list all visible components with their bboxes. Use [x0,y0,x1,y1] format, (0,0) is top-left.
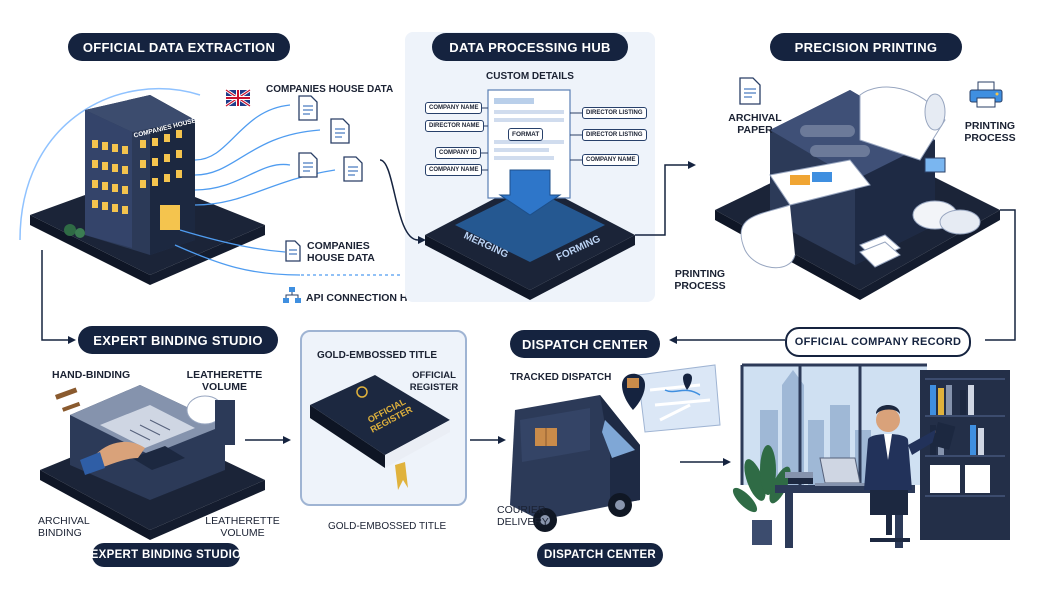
tracked-dispatch-label: TRACKED DISPATCH [510,372,612,383]
dispatch-title: DISPATCH CENTER [510,330,660,358]
processing-tag: DIRECTOR LISTING [582,107,647,119]
processing-tag: COMPANY NAME [425,102,483,114]
archival-paper-label: ARCHIVAL PAPER [728,112,782,136]
hand-binding-label: HAND-BINDING [52,369,131,381]
leatherette-volume-label: LEATHERETTE VOLUME [186,369,263,393]
official-register-label: OFFICIAL REGISTER [409,370,459,393]
processing-tag: DIRECTOR NAME [425,120,484,132]
processing-title: DATA PROCESSING HUB [432,33,628,61]
companies-house-data-label: COMPANIES HOUSE DATA [266,84,394,95]
archival-binding-label: ARCHIVAL BINDING [38,515,90,539]
extraction-title: OFFICIAL DATA EXTRACTION [68,33,290,61]
format-tag: FORMAT [508,128,544,141]
official-record-label: OFFICIAL COMPANY RECORD [785,327,971,357]
companies-house-data-label-bottom: COMPANIES HOUSE DATA [307,240,375,264]
dispatch-footer: DISPATCH CENTER [537,543,663,567]
leatherette-volume-label-bottom: LEATHERETTE VOLUME [205,515,280,539]
processing-tag: COMPANY ID [435,147,481,159]
printer-icon [969,81,1003,108]
uk-flag-icon [225,88,251,108]
processing-tag: COMPANY NAME [582,154,640,166]
network-hub-icon [283,287,301,303]
custom-details-label: CUSTOM DETAILS [486,71,574,82]
gold-embossed-title-label-bottom: GOLD-EMBOSSED TITLE [328,521,447,532]
document-icon [298,152,318,178]
document-icon [298,95,318,121]
printing-title: PRECISION PRINTING [770,33,962,61]
document-icon [330,118,350,144]
document-icon [343,156,363,182]
courier-delivery-label: COURIER DELIVERY [497,504,549,528]
document-icon [739,77,761,105]
processing-tag: COMPANY NAME [425,164,483,176]
api-connection-label: API CONNECTION HUB [306,292,423,304]
gold-embossed-title-label: GOLD-EMBOSSED TITLE [317,350,437,361]
processing-tag: DIRECTOR LISTING [582,129,647,141]
printing-process-label-bottom: PRINTING PROCESS [674,268,726,292]
printing-process-label: PRINTING PROCESS [964,120,1016,144]
document-icon [285,240,301,262]
binding-footer: EXPERT BINDING STUDIO [91,543,241,567]
binding-title: EXPERT BINDING STUDIO [78,326,278,354]
